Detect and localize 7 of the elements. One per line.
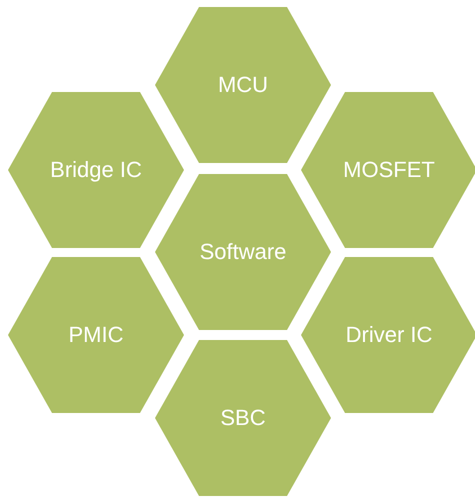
hexagon-label: MOSFET bbox=[343, 157, 435, 183]
hexagon-label: Driver IC bbox=[346, 322, 432, 348]
hexagon-label: Bridge IC bbox=[50, 157, 142, 183]
hexagon-label: MCU bbox=[218, 72, 268, 98]
hexagon-label: PMIC bbox=[68, 322, 124, 348]
hexagon-label: SBC bbox=[220, 405, 266, 431]
hexagon-label: Software bbox=[200, 239, 286, 265]
